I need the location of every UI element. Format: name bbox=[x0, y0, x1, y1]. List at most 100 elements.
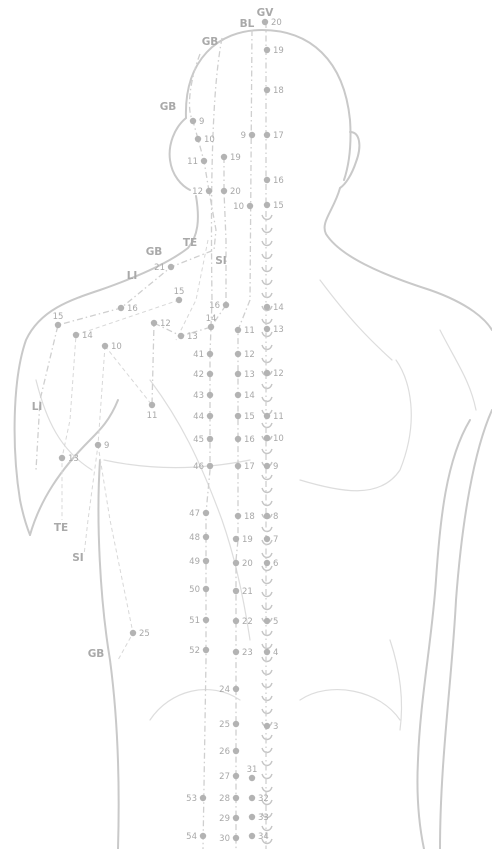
acupoint-dot bbox=[130, 630, 136, 636]
vertebra-mark bbox=[262, 293, 272, 298]
acupoint-dot bbox=[233, 721, 239, 727]
acupoint-number: 11 bbox=[244, 326, 255, 336]
acupoint-dot bbox=[233, 835, 239, 841]
acupoint-number: 17 bbox=[244, 462, 255, 472]
acupoint-dot bbox=[233, 686, 239, 692]
acupoint-dot bbox=[264, 463, 270, 469]
vertebra-mark bbox=[262, 241, 272, 246]
vertebra-mark bbox=[262, 566, 272, 571]
acupoint-number: 8 bbox=[273, 512, 278, 522]
acupoint-dot bbox=[208, 324, 214, 330]
acupoint-dot bbox=[264, 560, 270, 566]
acupoint-dot bbox=[168, 264, 174, 270]
acupoint-number: 12 bbox=[244, 350, 255, 360]
acupoint-dot bbox=[233, 773, 239, 779]
vertebra-mark bbox=[262, 397, 272, 402]
acupoint-number: 52 bbox=[189, 646, 200, 656]
acupoint-number: 3 bbox=[273, 722, 278, 732]
acupoint-dot bbox=[249, 795, 255, 801]
acupoint-number: 54 bbox=[186, 832, 197, 842]
acupoint-dot bbox=[151, 320, 157, 326]
acupoint-number: 14 bbox=[206, 314, 217, 324]
acupoint-number: 11 bbox=[273, 412, 284, 422]
acupoint-number: 45 bbox=[193, 435, 204, 445]
acupoint-dot bbox=[235, 436, 241, 442]
vertebra-mark bbox=[262, 358, 272, 363]
acupoint-number: 13 bbox=[244, 370, 255, 380]
acupoint-dot bbox=[233, 649, 239, 655]
acupoint-number: 6 bbox=[273, 559, 278, 569]
acupoint-number: 53 bbox=[186, 794, 197, 804]
acupoint-dot bbox=[249, 775, 255, 781]
acupoint-dot bbox=[264, 649, 270, 655]
acupoint-dot bbox=[233, 748, 239, 754]
acupoint-dot bbox=[235, 513, 241, 519]
acupoint-number: 18 bbox=[273, 86, 284, 96]
acupoint-dot bbox=[207, 351, 213, 357]
acupoint-dot bbox=[223, 302, 229, 308]
acupoint-number: 13 bbox=[187, 332, 198, 342]
meridian-label: TE bbox=[54, 522, 68, 534]
acupoint-dot bbox=[207, 392, 213, 398]
acupoint-number: 12 bbox=[160, 319, 171, 329]
vertebra-mark bbox=[262, 605, 272, 610]
vertebra-mark bbox=[262, 527, 272, 532]
acupoint-number: 50 bbox=[189, 585, 200, 595]
acupoint-number: 13 bbox=[68, 454, 79, 464]
acupoint-dot bbox=[203, 534, 209, 540]
acupoint-dot bbox=[235, 371, 241, 377]
vertebra-mark bbox=[262, 384, 272, 389]
acupoint-number: 14 bbox=[244, 391, 255, 401]
acupoint-dot bbox=[118, 305, 124, 311]
vertebra-mark bbox=[262, 696, 272, 701]
acupoint-number: 17 bbox=[273, 131, 284, 141]
acupoint-number: 21 bbox=[154, 263, 165, 273]
acupoint-number: 48 bbox=[189, 533, 200, 543]
meridian-label: BL bbox=[240, 18, 255, 30]
acupoint-number: 42 bbox=[193, 370, 204, 380]
acupoint-number: 10 bbox=[273, 434, 284, 444]
acupoint-number: 14 bbox=[273, 303, 284, 313]
acupoint-number: 16 bbox=[244, 435, 255, 445]
acupoint-dot bbox=[235, 413, 241, 419]
acupoint-number: 15 bbox=[53, 312, 64, 322]
acupoint-number: 51 bbox=[189, 616, 200, 626]
acupoint-dot bbox=[249, 132, 255, 138]
acupoint-dot bbox=[233, 618, 239, 624]
acupoint-number: 49 bbox=[189, 557, 200, 567]
acupoint-dot bbox=[264, 326, 270, 332]
vertebra-mark bbox=[262, 631, 272, 636]
acupoint-dot bbox=[247, 203, 253, 209]
acupoint-dot bbox=[195, 136, 201, 142]
acupoint-number: 32 bbox=[258, 794, 269, 804]
vertebra-mark bbox=[262, 735, 272, 740]
acupoint-dot bbox=[207, 436, 213, 442]
acupoint-dot bbox=[264, 435, 270, 441]
acupoint-number: 33 bbox=[258, 813, 269, 823]
vertebra-mark bbox=[262, 774, 272, 779]
acupoint-dot bbox=[203, 510, 209, 516]
acupoint-dot bbox=[201, 158, 207, 164]
meridian-label: GB bbox=[202, 36, 219, 48]
vertebra-mark bbox=[262, 449, 272, 454]
acupoint-dot bbox=[264, 177, 270, 183]
acupoint-number: 13 bbox=[273, 325, 284, 335]
acupoint-dot bbox=[149, 402, 155, 408]
vertebra-mark bbox=[262, 280, 272, 285]
acupoint-dot bbox=[264, 304, 270, 310]
vertebra-mark bbox=[262, 761, 272, 766]
vertebra-mark bbox=[262, 592, 272, 597]
acupoint-dot bbox=[59, 455, 65, 461]
vertebra-mark bbox=[262, 787, 272, 792]
meridian-label: GB bbox=[88, 648, 105, 660]
vertebra-mark bbox=[262, 345, 272, 350]
acupoint-number: 30 bbox=[219, 834, 230, 844]
acupoint-number: 19 bbox=[230, 153, 241, 163]
meridian-label: GB bbox=[160, 101, 177, 113]
vertebra-mark bbox=[262, 579, 272, 584]
acupoint-dot bbox=[233, 536, 239, 542]
acupoint-dot bbox=[235, 392, 241, 398]
acupoint-number: 12 bbox=[273, 369, 284, 379]
vertebra-mark bbox=[262, 475, 272, 480]
acupoint-dot bbox=[73, 332, 79, 338]
